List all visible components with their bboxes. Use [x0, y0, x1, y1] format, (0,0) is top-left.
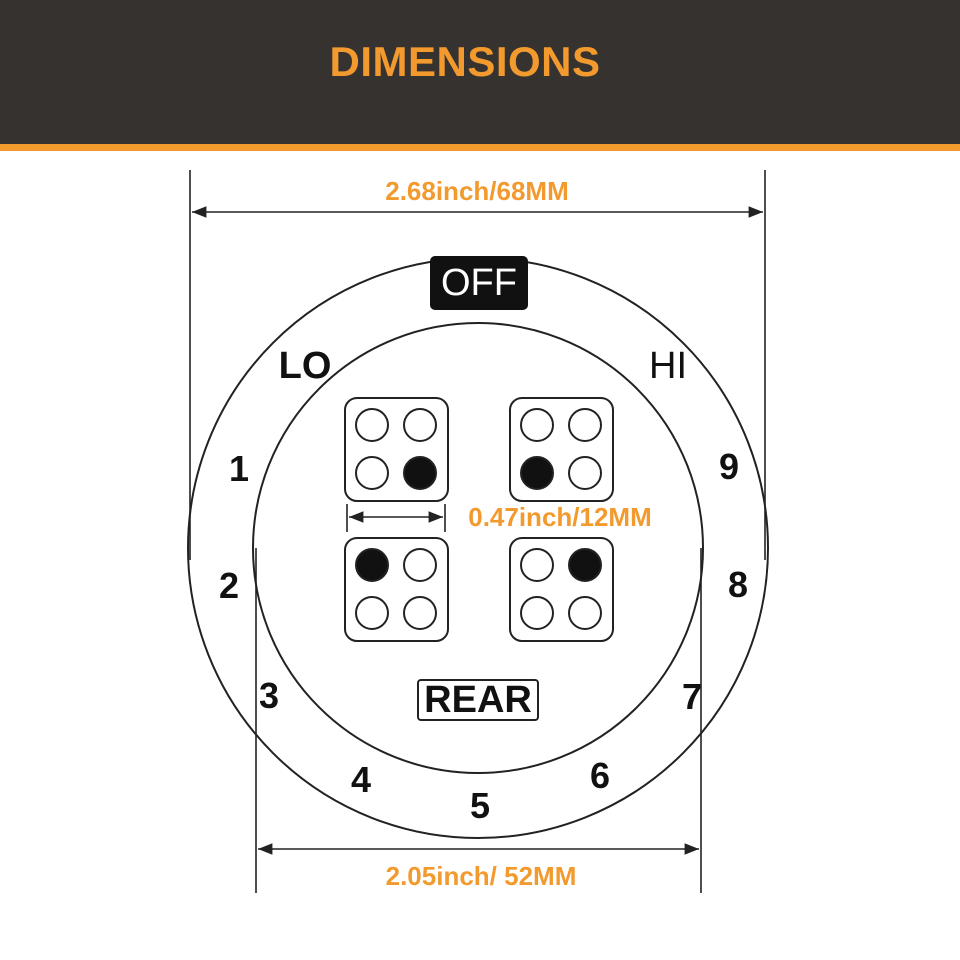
- terminal-pin-filled: [403, 456, 437, 490]
- dial-number-2: 2: [219, 565, 239, 606]
- terminal-pin-empty: [520, 548, 554, 582]
- terminal-pin-empty: [403, 596, 437, 630]
- hi-label: HI: [649, 345, 687, 387]
- terminal-pin-empty: [403, 408, 437, 442]
- terminal-pin-empty: [520, 408, 554, 442]
- dial-number-6: 6: [590, 755, 610, 796]
- terminal-pin-empty: [568, 596, 602, 630]
- inner-ring: [252, 322, 704, 774]
- lo-label: LO: [279, 345, 332, 387]
- terminal-pin-filled: [355, 548, 389, 582]
- off-badge: [430, 256, 528, 310]
- header-bar: [0, 0, 960, 144]
- terminal-pin-empty: [403, 548, 437, 582]
- dial-number-1: 1: [229, 448, 249, 489]
- terminal-pin-empty: [568, 408, 602, 442]
- terminal-pin-empty: [568, 456, 602, 490]
- page-title: DIMENSIONS: [329, 38, 601, 85]
- terminal-block-group: [344, 397, 614, 642]
- dial-number-3: 3: [259, 675, 279, 716]
- terminal-pin-empty: [355, 456, 389, 490]
- dial-number-8: 8: [728, 564, 748, 605]
- off-label: OFF: [441, 262, 517, 304]
- header-accent-stripe: [0, 144, 960, 151]
- inner-dimension-label: 2.05inch/ 52MM: [386, 861, 577, 891]
- terminal-pin-empty: [355, 408, 389, 442]
- terminal-pin-filled: [568, 548, 602, 582]
- dial-number-9: 9: [719, 446, 739, 487]
- outer-dimension-label: 2.68inch/68MM: [385, 176, 569, 206]
- terminal-pin-empty: [355, 596, 389, 630]
- terminal-pin-filled: [520, 456, 554, 490]
- rear-badge: [417, 679, 539, 721]
- terminal-pin-empty: [520, 596, 554, 630]
- pin-spacing-label: 0.47inch/12MM: [468, 502, 652, 532]
- dial-number-4: 4: [351, 759, 371, 800]
- dial-number-5: 5: [470, 785, 490, 826]
- dial-number-7: 7: [682, 676, 702, 717]
- rear-label: REAR: [424, 679, 532, 721]
